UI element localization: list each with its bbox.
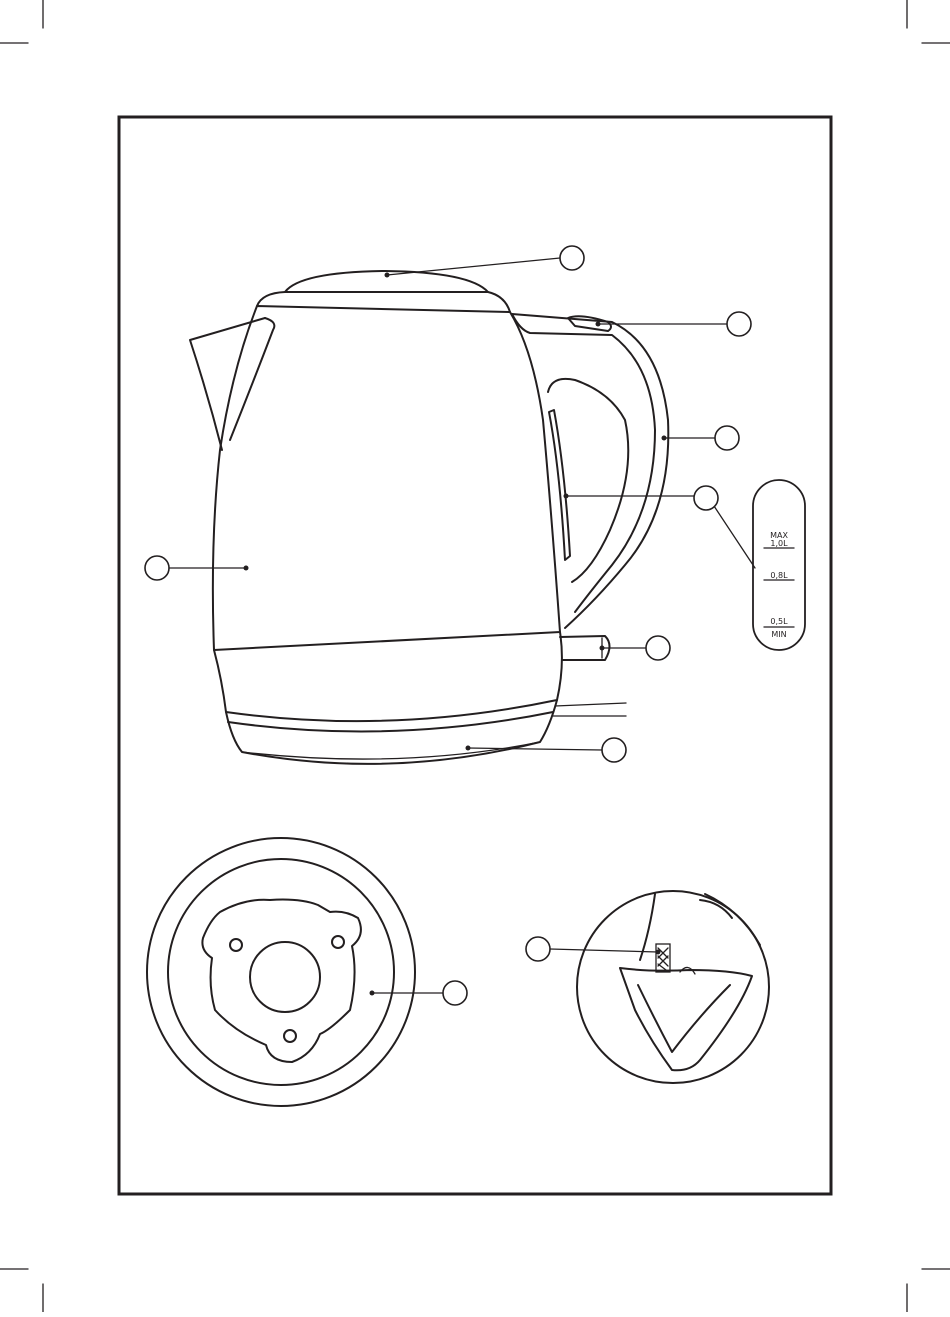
callout-power-base <box>443 981 467 1005</box>
water-level-0-8-label: 0,8L <box>770 571 788 580</box>
base-connector-plate <box>202 900 361 1062</box>
callout-lid <box>560 246 584 270</box>
base-station-drawing <box>147 838 415 1106</box>
callout-power-switch <box>646 636 670 660</box>
callout-water-window <box>694 486 718 510</box>
filter-detail-drawing <box>577 891 769 1083</box>
kettle-base-band <box>214 632 562 721</box>
water-level-min-label: MIN <box>771 630 786 639</box>
callout-filter <box>526 937 550 961</box>
callout-base <box>602 738 626 762</box>
kettle-body <box>213 306 560 650</box>
callout-lid-button <box>727 312 751 336</box>
water-level-0-5-label: 0,5L <box>770 617 788 626</box>
diagram-frame <box>119 117 831 1194</box>
kettle-spout <box>190 318 265 450</box>
kettle-handle <box>512 314 668 628</box>
water-level-inset: MAX 1,0L 0,8L 0,5L MIN <box>753 480 805 650</box>
callout-handle <box>715 426 739 450</box>
callout-body <box>145 556 169 580</box>
kettle-drawing <box>190 271 668 764</box>
water-level-1-0-label: 1,0L <box>770 539 788 548</box>
